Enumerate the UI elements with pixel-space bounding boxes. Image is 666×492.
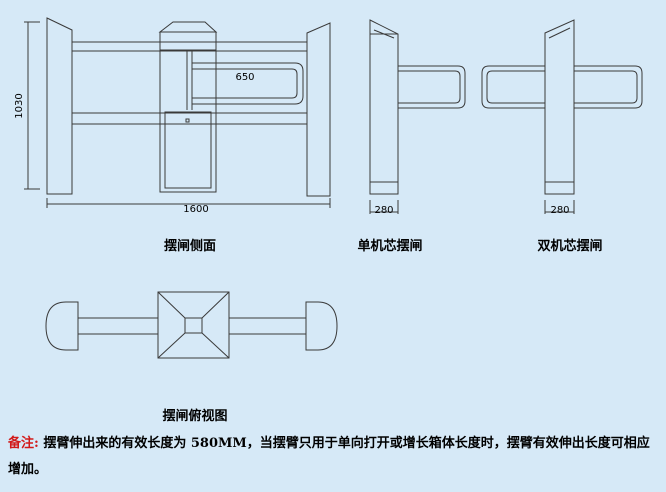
top-view	[45, 291, 338, 359]
single-cabinet	[369, 19, 399, 195]
door-lock	[185, 118, 190, 123]
top-center-square	[184, 317, 203, 334]
single-core-caption: 单机芯摆闸	[357, 238, 422, 254]
single-width-label: 280	[374, 205, 393, 216]
swing-arm-inner	[192, 68, 298, 99]
column-cap	[158, 21, 218, 33]
single-arm-outer	[398, 65, 466, 109]
center-column	[159, 49, 217, 193]
double-cabinet	[544, 19, 575, 195]
double-width-label: 280	[550, 205, 569, 216]
top-left-cabinet	[45, 301, 79, 351]
top-view-caption: 摆闸俯视图	[162, 408, 227, 424]
side-view	[24, 17, 331, 208]
note-text: 摆臂伸出来的有效长度为 580MM，当摆臂只用于单向打开或增长箱体长度时，摆臂有…	[8, 436, 650, 477]
right-cabinet	[306, 22, 331, 197]
pyramid-edge-bl	[157, 332, 186, 359]
double-arm-right-outer	[574, 65, 643, 109]
column-head	[159, 31, 217, 51]
double-core-view	[481, 19, 643, 214]
footnote: 备注: 摆臂伸出来的有效长度为 580MM，当摆臂只用于单向打开或增长箱体长度时…	[8, 431, 660, 483]
double-cabinet-bevel	[548, 27, 571, 39]
pyramid-edge-tr	[201, 291, 230, 319]
double-arm-left-outer	[481, 65, 545, 109]
double-arm-left-inner	[486, 70, 545, 104]
height-dim-label: 1030	[14, 93, 25, 118]
pyramid-edge-tl	[157, 291, 186, 319]
note-label: 备注:	[8, 436, 39, 451]
swing-arm-outer	[192, 62, 304, 105]
top-right-cabinet	[305, 301, 338, 351]
side-view-caption: 摆闸侧面	[164, 238, 216, 254]
single-cabinet-bevel	[373, 29, 395, 39]
top-center-box	[157, 291, 230, 359]
column-door	[164, 111, 212, 189]
width-dim-label: 1600	[183, 204, 208, 215]
double-arm-right-inner	[574, 70, 638, 104]
single-core-view	[369, 19, 466, 214]
single-arm-inner	[398, 70, 461, 104]
arm-dim-label: 650	[235, 72, 254, 83]
pyramid-edge-br	[201, 332, 230, 359]
left-cabinet	[46, 17, 73, 195]
double-core-caption: 双机芯摆闸	[537, 238, 602, 254]
